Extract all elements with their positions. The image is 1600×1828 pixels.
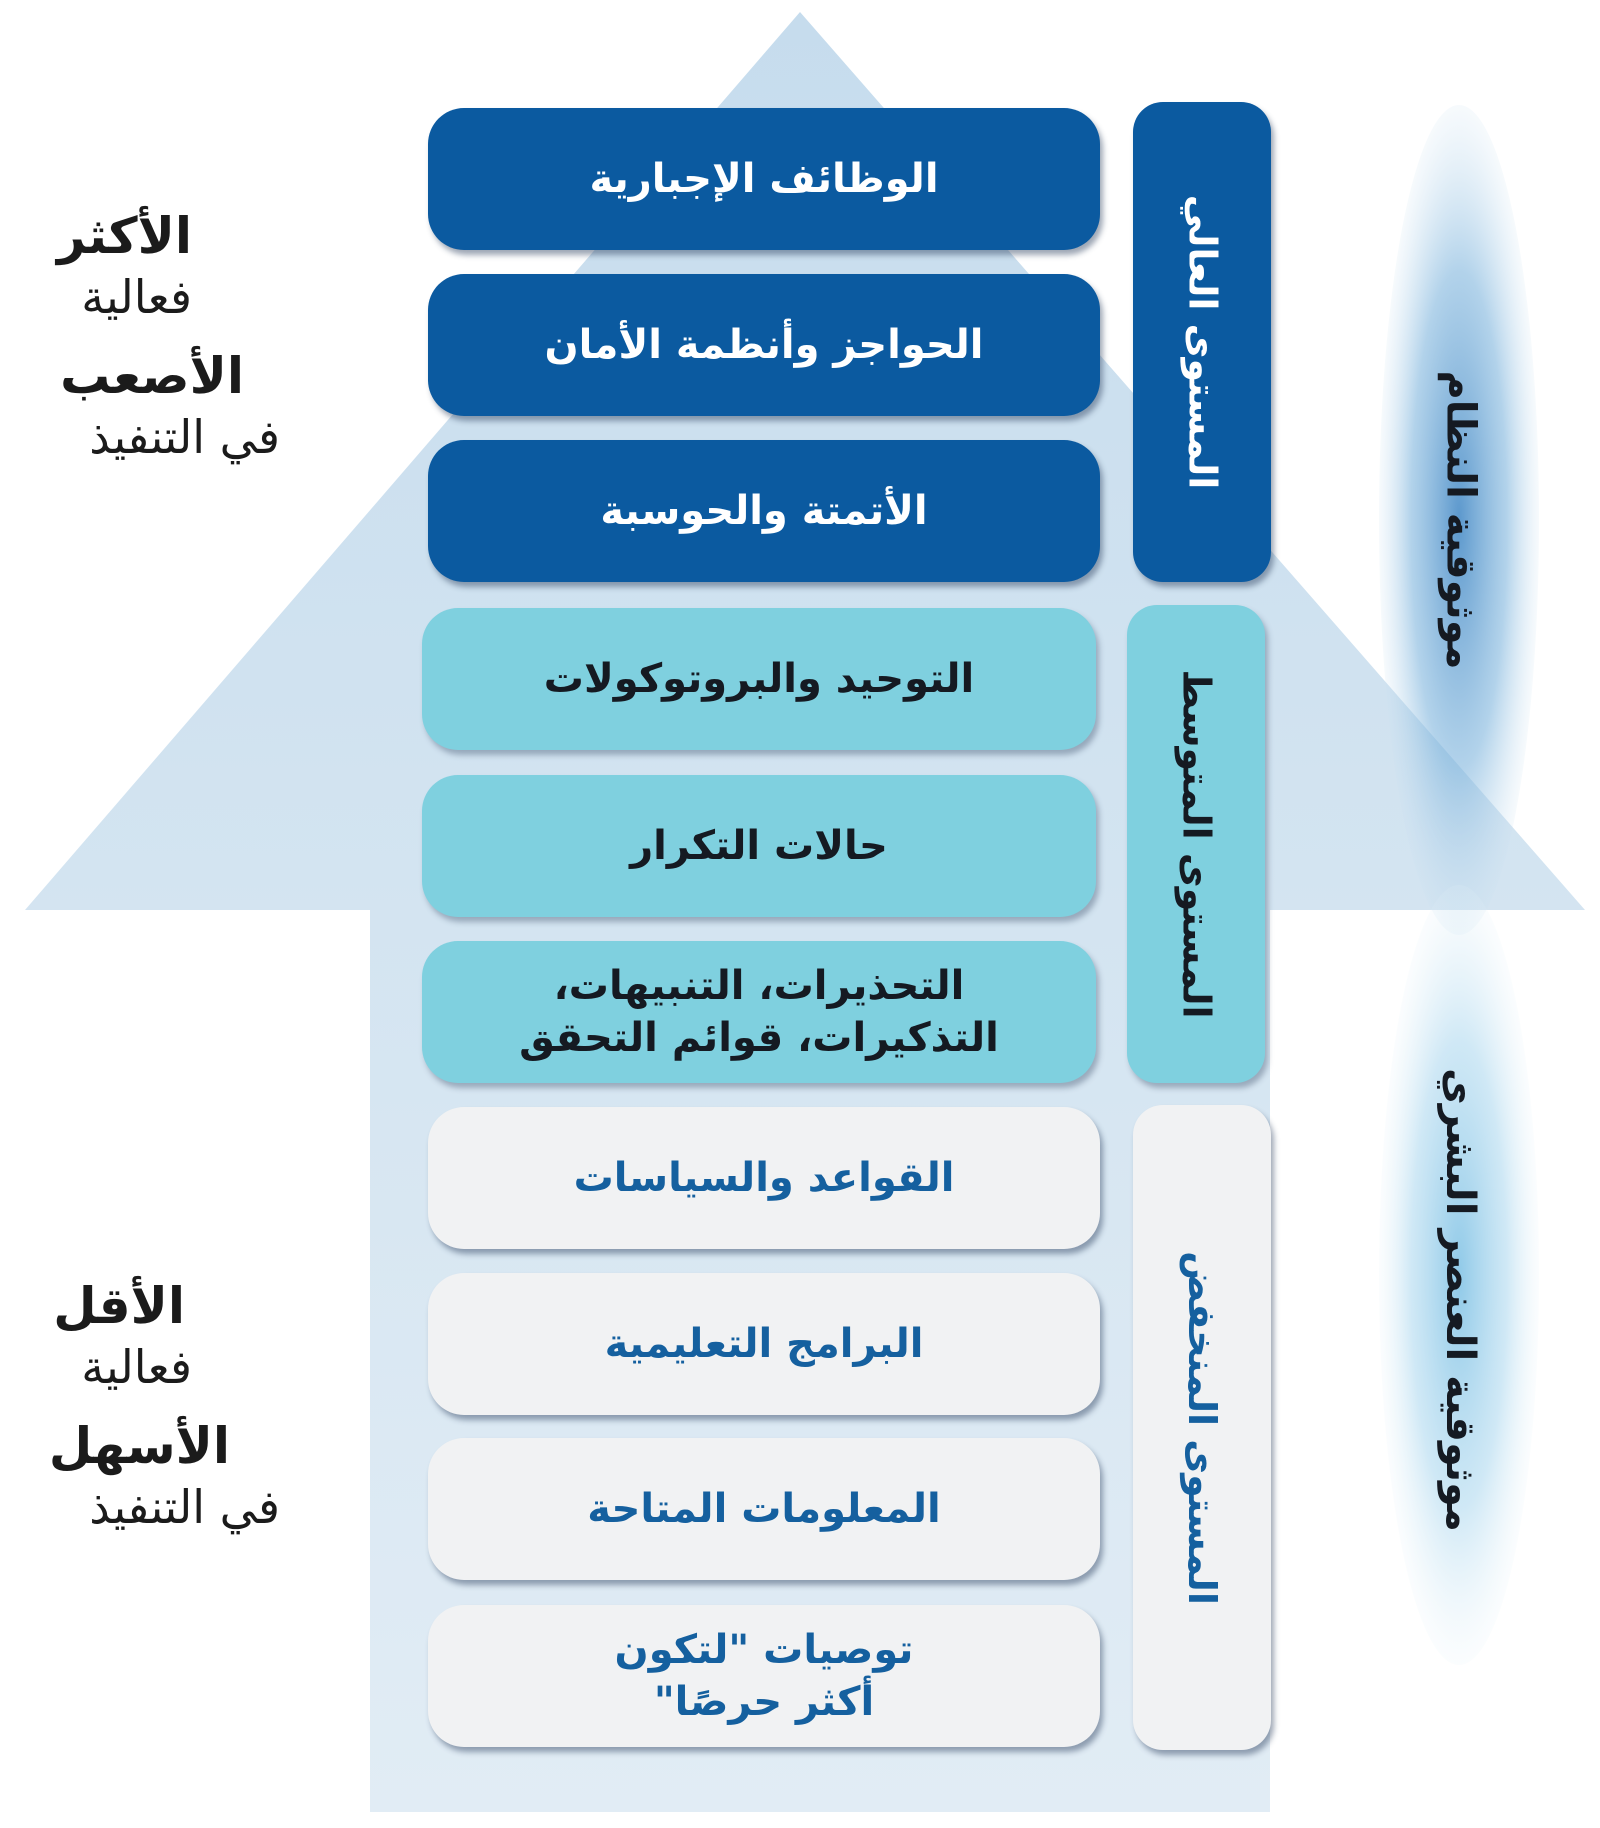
item-education-programs: البرامج التعليمية	[428, 1273, 1100, 1415]
human-reliability-label: موثوقية العنصر البشري	[1437, 1068, 1483, 1532]
top-side-caption: الأكثر فعالية الأصعب في التنفيذ	[40, 205, 280, 468]
item-mandatory-functions: الوظائف الإجبارية	[428, 108, 1100, 250]
tier-mid-label: المستوى المتوسط	[1174, 669, 1218, 1019]
top-effective-label: فعالية	[81, 269, 192, 324]
top-hardest-label: الأصعب	[60, 347, 244, 406]
tier-mid-level: المستوى المتوسط	[1127, 605, 1265, 1083]
item-automation-computerization: الأتمتة والحوسبة	[428, 440, 1100, 582]
bottom-least-label: الأقل	[53, 1277, 185, 1335]
top-implementation-label: في التنفيذ	[89, 409, 280, 464]
item-barriers-safety-systems: الحواجز وأنظمة الأمان	[428, 274, 1100, 416]
item-available-information: المعلومات المتاحة	[428, 1438, 1100, 1580]
human-reliability-label-box: موثوقية العنصر البشري	[1400, 1068, 1520, 1532]
bottom-side-caption: الأقل فعالية الأسهل في التنفيذ	[40, 1275, 280, 1538]
tier-high-label: المستوى العالي	[1180, 194, 1224, 490]
system-reliability-label: موثوقية النظام	[1437, 370, 1484, 670]
tier-low-level: المستوى المنخفض	[1133, 1105, 1271, 1750]
top-most-label: الأكثر	[57, 207, 192, 265]
item-redundancies: حالات التكرار	[422, 775, 1096, 917]
system-reliability-label-box: موثوقية النظام	[1400, 300, 1520, 740]
item-rules-policies: القواعد والسياسات	[428, 1107, 1100, 1249]
item-be-more-careful-recommendations: توصيات "لتكون أكثر حرصًا"	[428, 1605, 1100, 1747]
bottom-implementation-label: في التنفيذ	[89, 1479, 280, 1534]
item-warnings-alerts-checklists: التحذيرات، التنبيهات، التذكيرات، قوائم ا…	[422, 941, 1096, 1083]
item-standardization-protocols: التوحيد والبروتوكولات	[422, 608, 1096, 750]
bottom-easiest-label: الأسهل	[48, 1417, 230, 1476]
tier-high-level: المستوى العالي	[1133, 102, 1271, 582]
bottom-effective-label: فعالية	[81, 1339, 192, 1394]
tier-low-label: المستوى المنخفض	[1180, 1250, 1225, 1605]
